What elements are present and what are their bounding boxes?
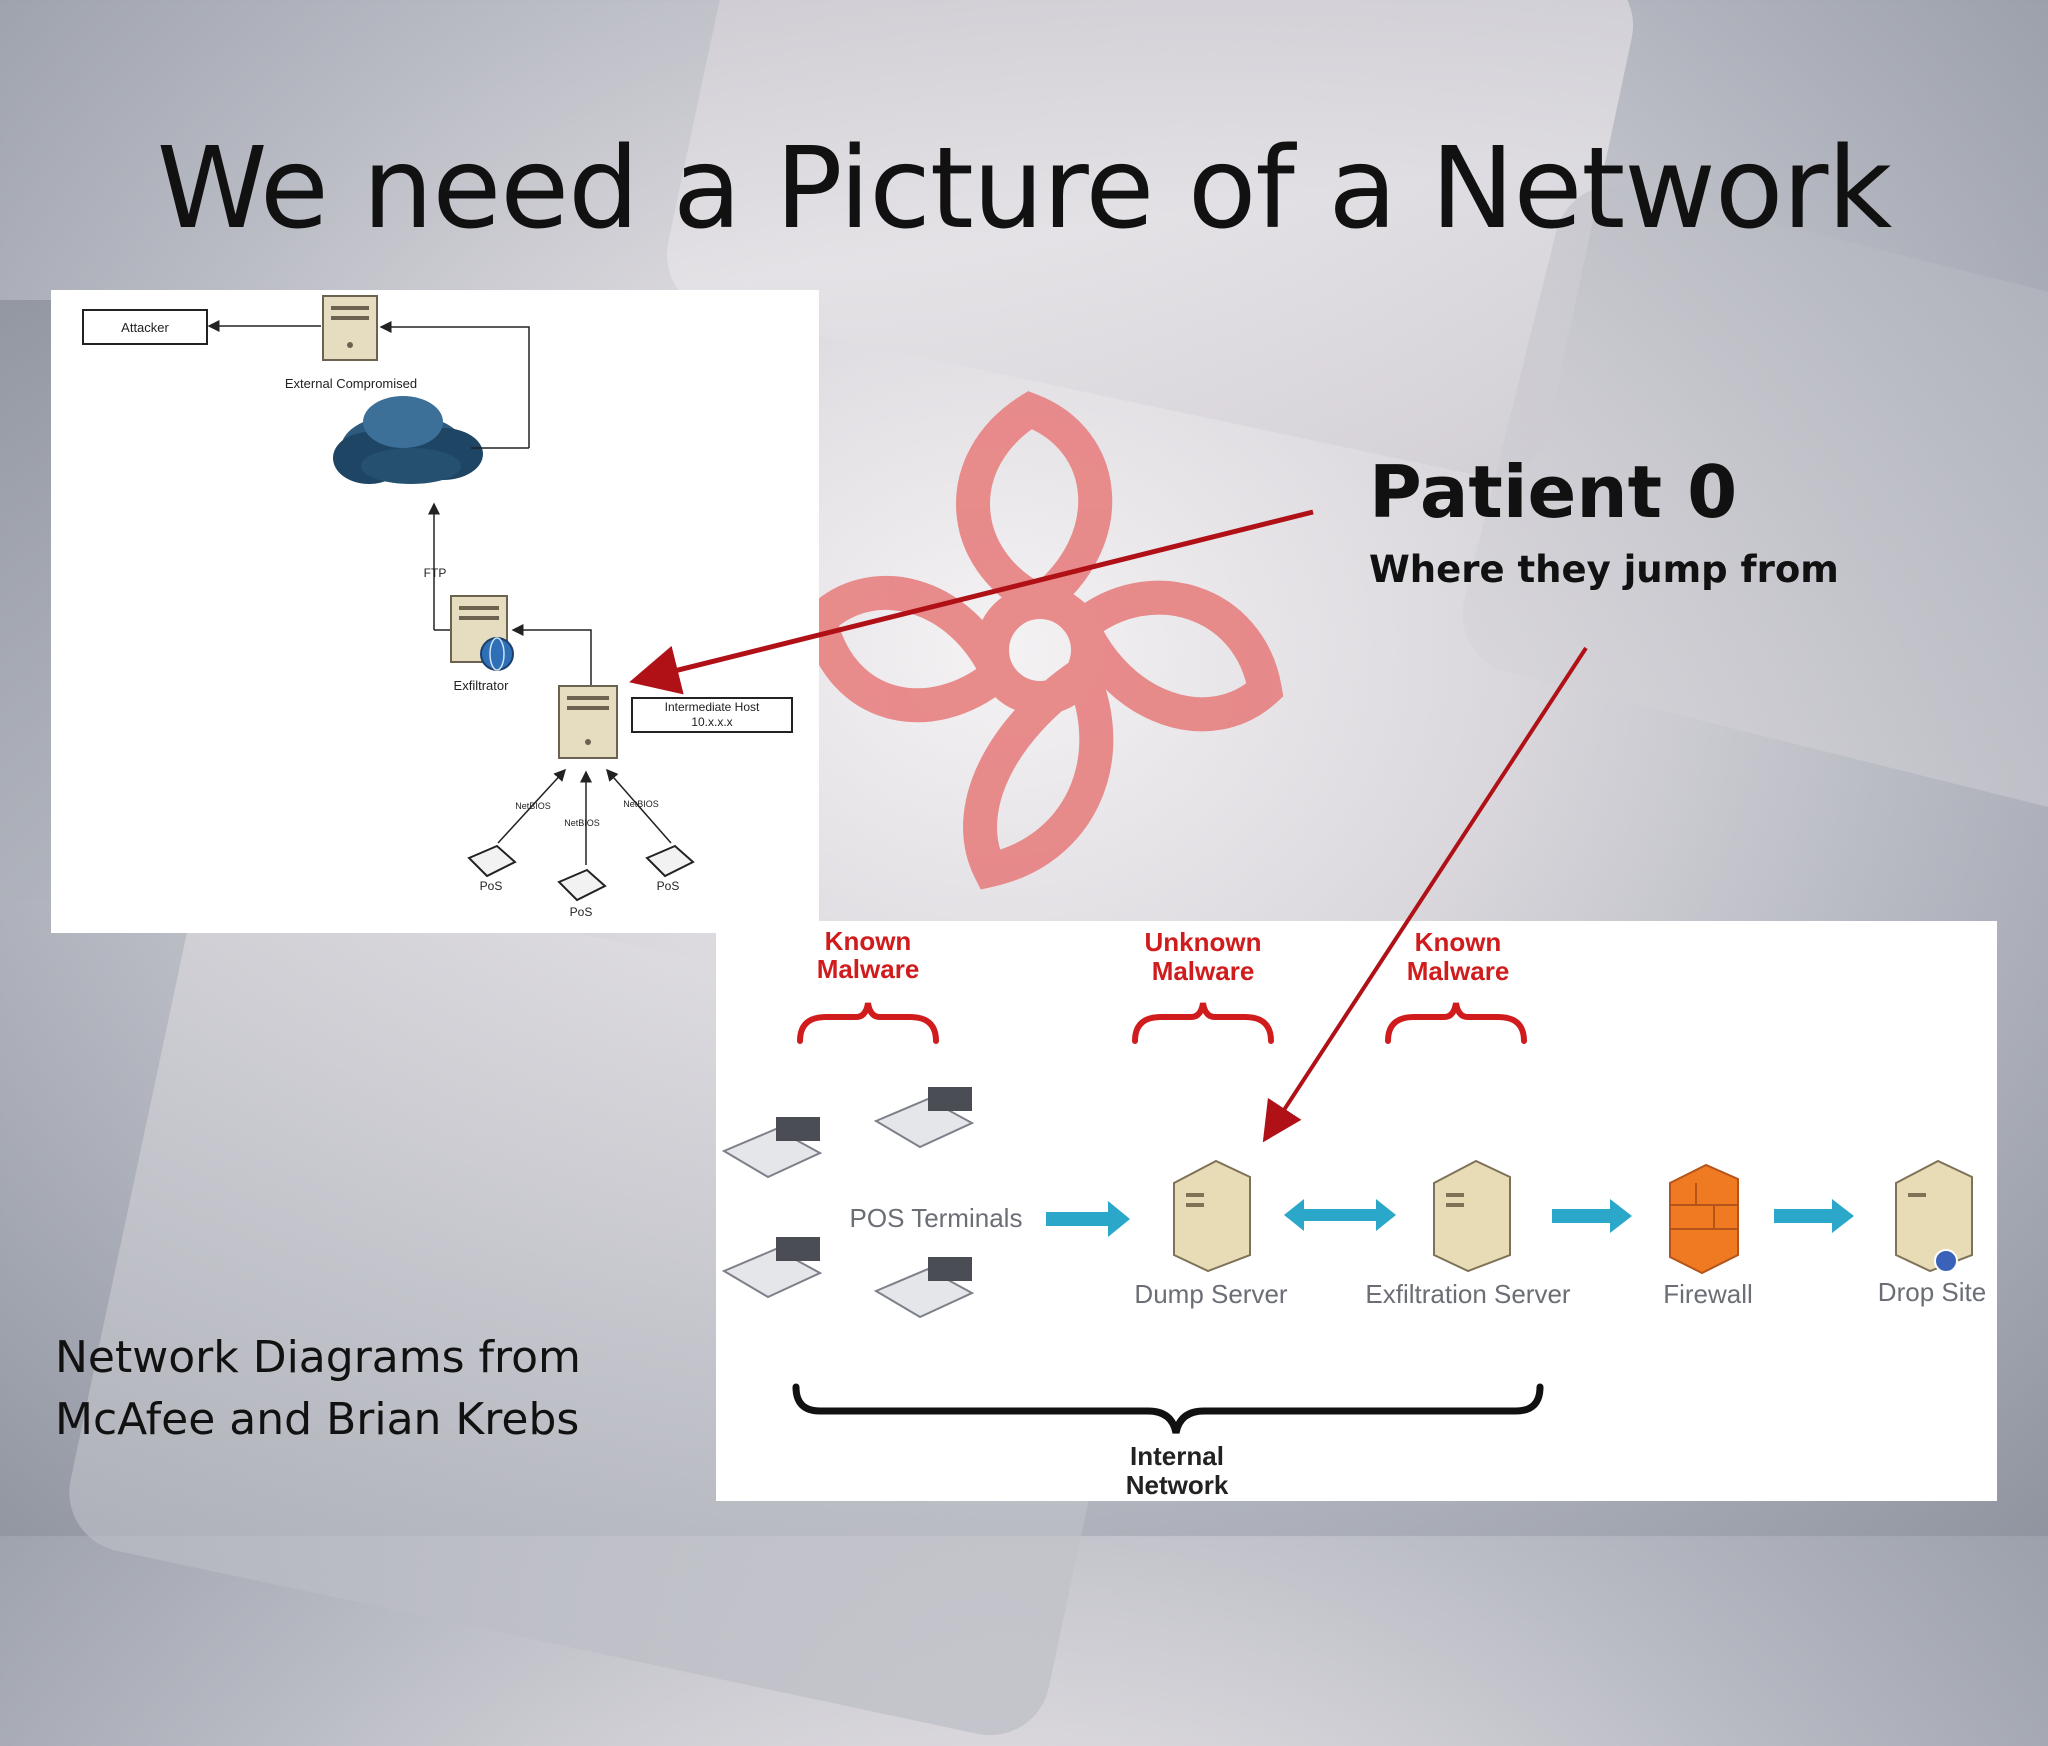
attacker-box [82, 309, 208, 345]
internet-cloud-icon [333, 396, 483, 484]
firewall-icon [1669, 1163, 1739, 1275]
pos-label-center: PoS [570, 905, 593, 919]
pos-label-left: PoS [480, 879, 503, 893]
external-compromised-label: External Compromised [285, 376, 417, 391]
internal-network-brace [792, 1383, 1544, 1434]
flow-arrow-icon [1046, 1201, 1130, 1237]
flow-arrow-icon [1774, 1199, 1854, 1233]
exfiltration-server-label: Exfiltration Server [1365, 1279, 1571, 1309]
attacker-label: Attacker [121, 320, 169, 335]
pos-terminal-icon [873, 1257, 975, 1319]
slide-title: We need a Picture of a Network [156, 124, 1893, 254]
internal-network-label: Internal [1130, 1441, 1224, 1471]
krebs-network-diagram: Known Malware Unknown Malware Known Malw… [716, 921, 1997, 1501]
drop-site-icon [1895, 1159, 1973, 1273]
known-malware-brace-1 [797, 1002, 939, 1044]
credit-line-1: Network Diagrams from [55, 1332, 581, 1383]
pos-terminals-label: POS Terminals [850, 1203, 1023, 1233]
diagram-credit: Network Diagrams from McAfee and Brian K… [55, 1327, 655, 1451]
credit-line-2: McAfee and Brian Krebs [55, 1394, 580, 1445]
pos-terminal-icon [873, 1087, 975, 1149]
internal-network-label-b: Network [1126, 1470, 1229, 1500]
netbios-label-left: NetBIOS [515, 801, 551, 811]
drop-site-label: Drop Site [1878, 1277, 1986, 1307]
exfiltration-server-icon [1433, 1159, 1511, 1273]
flow-arrow-icon [1552, 1199, 1632, 1233]
ftp-label: FTP [424, 566, 447, 580]
exfiltrator-server-icon [450, 595, 514, 671]
pos-device-icon [645, 844, 695, 878]
exfiltrator-label: Exfiltrator [454, 678, 510, 693]
intermediate-host-icon [558, 685, 618, 759]
unknown-malware-brace [1132, 1002, 1274, 1044]
patient-zero-subtitle: Where they jump from [1369, 548, 1839, 591]
known-malware-label-2b: Malware [1407, 956, 1510, 986]
patient-zero-title: Patient 0 [1369, 450, 1738, 534]
known-malware-label-1b: Malware [817, 954, 920, 984]
dump-server-icon [1173, 1159, 1251, 1273]
known-malware-brace-2 [1385, 1002, 1527, 1044]
known-malware-label-1: Known [825, 926, 912, 956]
firewall-label: Firewall [1663, 1279, 1753, 1309]
unknown-malware-label: Unknown [1145, 927, 1262, 957]
intermediate-host-ip: 10.x.x.x [691, 715, 732, 729]
dump-server-label: Dump Server [1134, 1279, 1287, 1309]
bidirectional-arrow-icon [1284, 1199, 1396, 1231]
mcafee-network-diagram: Attacker External Compromised FTP [51, 290, 819, 933]
pos-terminal-icon [721, 1117, 823, 1179]
external-server-icon [322, 295, 378, 361]
unknown-malware-label-b: Malware [1152, 956, 1255, 986]
pos-label-right: PoS [657, 879, 680, 893]
netbios-label-center: NetBIOS [564, 818, 600, 828]
biohazard-icon [801, 391, 1284, 890]
intermediate-host-box [631, 697, 793, 733]
pos-device-icon [467, 844, 517, 878]
netbios-label-right: NetBIOS [623, 799, 659, 809]
known-malware-label-2: Known [1415, 927, 1502, 957]
intermediate-host-label: Intermediate Host [665, 700, 760, 714]
pos-terminal-icon [721, 1237, 823, 1299]
pos-device-icon [557, 868, 607, 902]
